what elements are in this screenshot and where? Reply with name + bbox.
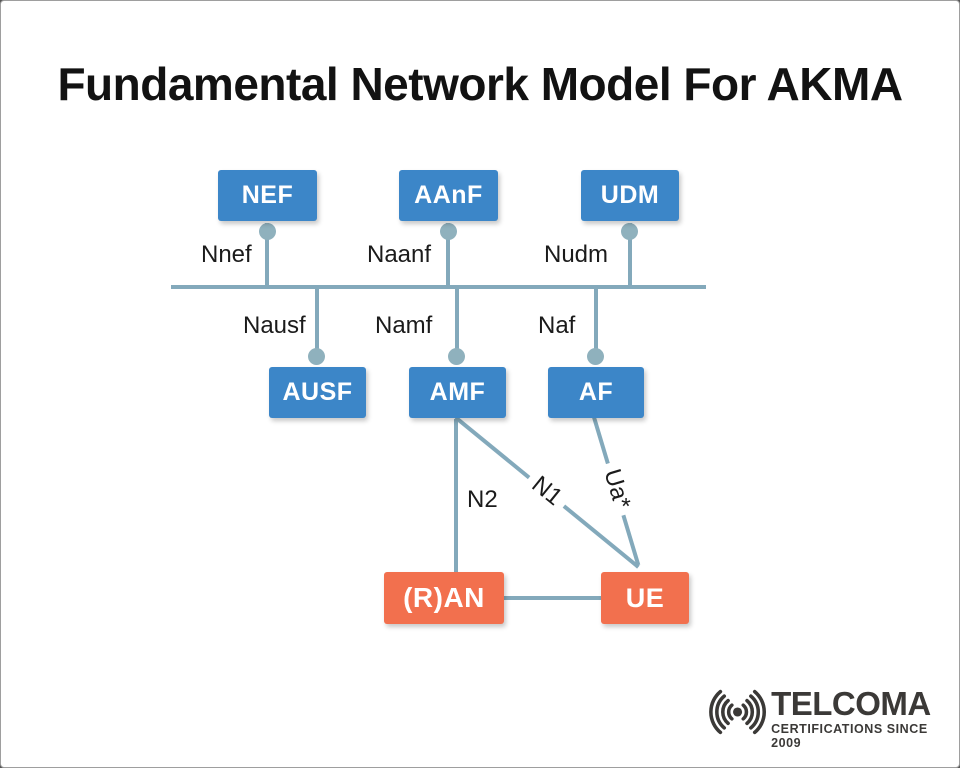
interface-label-nausf: Nausf (240, 313, 309, 338)
node-aanf: AAnF (399, 170, 498, 221)
logo-text: TELCOMA CERTIFICATIONS SINCE 2009 (771, 687, 959, 750)
interface-label-nnef: Nnef (198, 242, 255, 267)
ausf-connector-dot (308, 348, 325, 365)
n2-line (454, 419, 458, 572)
interface-label-naanf: Naanf (364, 242, 435, 267)
af-connector-line (594, 288, 598, 356)
ausf-connector-line (315, 288, 319, 356)
aanf-connector-line (446, 223, 450, 287)
interface-label-n2: N2 (467, 486, 498, 513)
radio-waves-icon (709, 689, 766, 735)
service-bus-line (171, 285, 706, 289)
logo-tagline: CERTIFICATIONS SINCE 2009 (771, 722, 928, 750)
interface-label-naf: Naf (535, 313, 579, 338)
node-ue: UE (601, 572, 689, 624)
af-connector-dot (587, 348, 604, 365)
node-ran: (R)AN (384, 572, 504, 624)
amf-connector-dot (448, 348, 465, 365)
node-udm: UDM (581, 170, 679, 221)
interface-label-namf: Namf (372, 313, 436, 338)
udm-connector-line (628, 223, 632, 287)
page-title: Fundamental Network Model For AKMA (57, 58, 903, 110)
node-amf: AMF (409, 367, 506, 418)
amf-connector-line (455, 288, 459, 356)
nef-connector-dot (259, 223, 276, 240)
logo-brand: TELCOMA (771, 685, 931, 722)
node-af: AF (548, 367, 644, 418)
ran-ue-line (504, 596, 601, 600)
telcoma-logo: TELCOMA CERTIFICATIONS SINCE 2009 (707, 687, 959, 750)
node-ausf: AUSF (269, 367, 366, 418)
interface-label-nudm: Nudm (541, 242, 612, 267)
nef-connector-line (265, 223, 269, 287)
aanf-connector-dot (440, 223, 457, 240)
node-nef: NEF (218, 170, 317, 221)
udm-connector-dot (621, 223, 638, 240)
interface-label-ua-star: Ua* (595, 458, 639, 520)
